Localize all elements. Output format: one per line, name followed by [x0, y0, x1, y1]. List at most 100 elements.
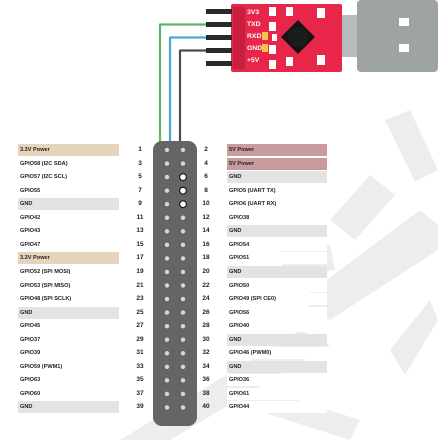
pin-label: 3.3V Power [18, 252, 119, 265]
pin-label: GND [18, 401, 119, 414]
pin-number: 17 [136, 254, 144, 262]
pin-number: 14 [202, 227, 210, 235]
pin-row-left: GPIO48 (SPI SCLK)23 [18, 293, 150, 306]
pin-number: 39 [136, 403, 144, 411]
pin-row-right: 12 GPIO38 [199, 211, 329, 225]
pin-label: GND [18, 198, 119, 211]
pin-label: 5V Power [227, 157, 327, 170]
pin-row-left: GPIO60 37 [18, 387, 150, 401]
pin-row-right: 36 GPIO36 [199, 374, 329, 387]
header-pin [164, 188, 170, 193]
header-pin [164, 323, 170, 329]
pin-label: GPIO38 [227, 211, 327, 224]
header-pin [180, 296, 186, 302]
pin-row-left: GPIO52 (SPI MOSI)19 [18, 265, 150, 279]
pin-number: 2 [204, 146, 208, 153]
pin-label: GPIO47 [18, 238, 119, 251]
header-pin-connected [179, 173, 188, 182]
header-pin [180, 256, 186, 261]
pin-label: 5V Power [227, 144, 327, 156]
header-pin [164, 364, 170, 369]
pin-label: GPIO36 [227, 374, 327, 387]
header-pin [180, 283, 186, 288]
header-pin [180, 378, 186, 383]
pin-label: GPIO46 (PWM0) [227, 347, 327, 360]
pin-number: 19 [136, 267, 144, 275]
pin-label: GPIO55 [18, 184, 119, 197]
header-pin [164, 378, 170, 383]
pin-number: 30 [202, 335, 210, 343]
header-pin [180, 229, 186, 234]
header-pin [164, 310, 170, 315]
pin-row-left: GPIO58 (I2C SDA)3 [18, 157, 150, 171]
pin-label: GPIO63 [18, 374, 119, 387]
pin-number: 3 [138, 159, 142, 167]
header-pin [164, 174, 170, 180]
header-pin [180, 269, 186, 275]
header-pin [180, 364, 186, 369]
pin-label: GPIO37 [18, 333, 119, 346]
pin-number: 37 [136, 389, 144, 397]
header-pin [164, 269, 170, 275]
pin-number: 22 [202, 281, 210, 289]
pin-number: 5 [138, 173, 142, 181]
pin-number: 40 [202, 403, 210, 411]
header-pin [164, 202, 170, 207]
pin-row-left: GPIO42 11 [18, 211, 150, 225]
header-pin [164, 256, 170, 261]
header-pin [164, 391, 170, 397]
pin-number: 26 [202, 308, 210, 316]
pin-label: GND [18, 306, 119, 319]
gpio-header [153, 141, 197, 426]
pin-number: 27 [136, 322, 144, 330]
pin-number: 11 [136, 213, 144, 221]
header-pin [164, 242, 170, 248]
pin-number: 33 [136, 362, 144, 370]
pin-label: GPIO54 [227, 238, 327, 251]
pin-number: 1 [138, 146, 142, 153]
pin-label: GPIO42 [18, 211, 119, 224]
pin-label: GPIO60 [18, 387, 119, 400]
pin-label: GND [227, 333, 327, 346]
pin-row-left: 3.3V Power 17 [18, 252, 150, 265]
adapter-pin-5v: +5V [247, 57, 260, 64]
header-pin [180, 215, 186, 220]
pin-number: 35 [136, 376, 144, 384]
pin-row-right: 14 GND [199, 225, 329, 238]
adapter-pin-3v3: 3V3 [247, 9, 260, 16]
header-pin [164, 405, 170, 410]
pin-label: GPIO39 [18, 347, 119, 360]
pin-row-right: 30 GND [199, 333, 329, 347]
pin-number: 32 [202, 349, 210, 357]
pin-label: GND [227, 360, 327, 373]
pin-number: 6 [204, 173, 208, 181]
pin-label: GPIO48 (SPI SCLK) [18, 293, 119, 306]
header-pin-connected [179, 200, 188, 209]
pin-number: 8 [204, 186, 208, 194]
pin-number: 12 [202, 213, 210, 221]
pin-row-right: 32 GPIO46 (PWM0) [199, 347, 329, 360]
usb-connector [340, 0, 438, 72]
header-pin [180, 161, 186, 166]
usb-contact [399, 18, 409, 26]
pin-label: GND [227, 225, 327, 238]
header-housing [153, 141, 197, 426]
pin-number: 29 [136, 335, 144, 343]
pin-row-right: 2 5V Power [199, 144, 329, 157]
pin-number: 36 [202, 376, 210, 384]
pin-row-left: GPIO59 (PWM1)33 [18, 360, 150, 374]
header-pin [164, 337, 170, 342]
